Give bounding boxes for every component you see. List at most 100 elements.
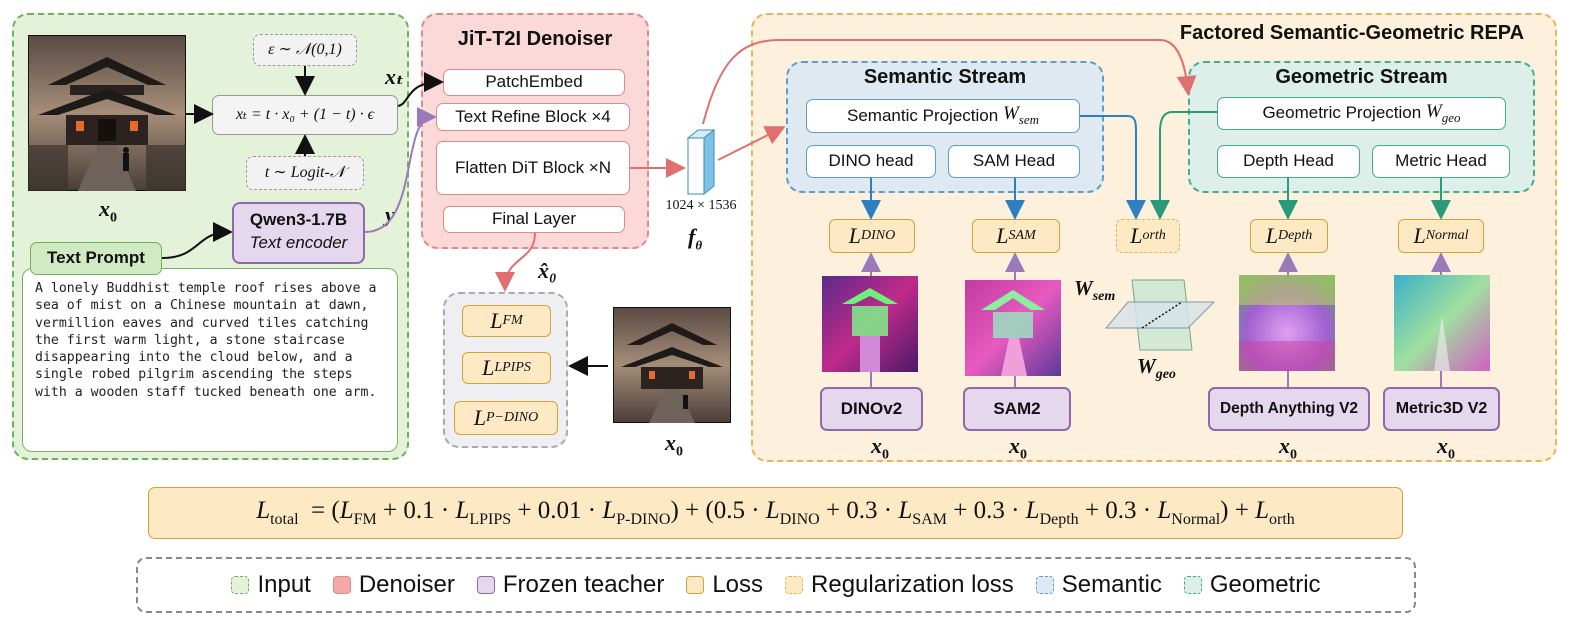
equation-text: + 0.3 · xyxy=(819,497,899,524)
equation-term: L xyxy=(455,497,470,524)
legend-swatch xyxy=(1183,576,1202,594)
legend-label: Frozen teacher xyxy=(502,571,665,598)
equation-text: + 0.3 · xyxy=(946,497,1026,524)
input-image-x0 xyxy=(28,35,186,191)
legend-label: Loss xyxy=(712,571,764,598)
w-sem-label: Wsem xyxy=(1074,276,1116,305)
teacher-sam2: SAM2 xyxy=(963,387,1071,431)
legend-label: Input xyxy=(257,571,311,598)
sam-feature-map xyxy=(965,280,1061,376)
text-encoder-box: Qwen3-1.7B Text encoder xyxy=(232,202,365,264)
semantic-stream-title: Semantic Stream xyxy=(863,66,1027,88)
equation-term-sub: DINO xyxy=(779,511,820,528)
equation-term-sub: Depth xyxy=(1039,511,1079,528)
legend-swatch xyxy=(476,576,495,594)
x0-label-dino: x0 xyxy=(871,433,889,463)
geometric-stream-title: Geometric Stream xyxy=(1275,66,1448,88)
x0-label-metric: x0 xyxy=(1437,433,1455,463)
dit-block: Flatten DiT Block ×N xyxy=(436,141,630,195)
equation-term: L xyxy=(339,497,354,524)
x0-label-input: x0 xyxy=(99,196,117,226)
legend-item-loss: Loss xyxy=(686,571,763,599)
x0-label-target: x0 xyxy=(665,430,683,460)
orthogonal-planes-icon xyxy=(1104,279,1216,351)
legend-item-denoiser: Denoiser xyxy=(332,571,455,599)
equation-text: ) + xyxy=(1220,497,1256,524)
dino-feature-map xyxy=(822,276,918,372)
legend-swatch xyxy=(231,576,250,594)
equation-term: L xyxy=(898,497,913,524)
equation-term-sub: orth xyxy=(1269,511,1295,528)
prompt-card: A lonely Buddhist temple roof rises abov… xyxy=(22,268,398,452)
depth-head: Depth Head xyxy=(1217,145,1360,178)
denoiser-title: JiT-T2I Denoiser xyxy=(457,28,613,50)
xhat-label: x̂₀ xyxy=(538,258,557,283)
equation-term: L xyxy=(602,497,617,524)
legend-label: Geometric xyxy=(1209,571,1321,598)
teacher-metric3d-v2: Metric3D V2 xyxy=(1383,387,1500,431)
legend-item-input: Input xyxy=(231,571,311,599)
legend-label: Regularization loss xyxy=(811,571,1014,598)
x0-label-depth: x0 xyxy=(1279,433,1297,463)
equation-term-sub: FM xyxy=(353,511,377,528)
equation-text: ) + (0.5 · xyxy=(670,497,766,524)
equation-term: L xyxy=(1255,497,1269,524)
teacher-depth-anything-v2: Depth Anything V2 xyxy=(1208,387,1370,431)
geometric-projection: Geometric Projection Wgeo xyxy=(1217,97,1506,130)
legend-swatch xyxy=(332,576,351,594)
equation-text: + 0.3 · xyxy=(1078,497,1158,524)
legend-swatch xyxy=(686,576,705,594)
equation-text: = ( xyxy=(304,497,340,524)
legend-item-geometric: Geometric xyxy=(1183,571,1321,599)
metric-head: Metric Head xyxy=(1372,145,1510,178)
timestep-box: t ∼ Logit-𝒩 xyxy=(246,156,364,190)
equation-term-sub: Normal xyxy=(1171,511,1221,528)
depth-feature-map xyxy=(1239,275,1335,371)
text-refine-block: Text Refine Block ×4 xyxy=(436,103,630,131)
sam-head: SAM Head xyxy=(948,145,1080,178)
legend-label: Denoiser xyxy=(358,571,455,598)
total-loss-box: Ltotal = (LFM + 0.1 · LLPIPS + 0.01 · LP… xyxy=(148,487,1403,539)
legend-item-frozen-teacher: Frozen teacher xyxy=(476,571,665,599)
legend-item-semantic: Semantic xyxy=(1035,571,1162,599)
dino-head: DINO head xyxy=(806,145,936,178)
target-image-x0 xyxy=(613,307,731,423)
final-layer-block: Final Layer xyxy=(443,206,625,233)
equation-term-sub: LPIPS xyxy=(469,511,512,528)
legend-item-regularization-loss: Regularization loss xyxy=(785,571,1014,599)
equation-term-sub: SAM xyxy=(912,511,947,528)
total-loss-equation: Ltotal = (LFM + 0.1 · LLPIPS + 0.01 · LP… xyxy=(256,497,1295,528)
feature-dims: 1024 × 1536 xyxy=(665,198,737,213)
prompt-title: Text Prompt xyxy=(30,242,162,275)
normal-feature-map xyxy=(1394,275,1490,371)
text-encoder-name: Qwen3-1.7B xyxy=(249,210,348,229)
legend-swatch xyxy=(1035,576,1054,594)
prompt-text: A lonely Buddhist temple roof rises abov… xyxy=(35,281,377,400)
equation-term: L xyxy=(1025,497,1040,524)
equation-term: L xyxy=(1157,497,1172,524)
equation-text: + 0.01 · xyxy=(511,497,603,524)
x0-label-sam: x0 xyxy=(1009,433,1027,463)
noise-box: ε ∼ 𝒩(0,1) xyxy=(253,34,357,66)
equation-term-sub: P-DINO xyxy=(616,511,671,528)
xt-label: xₜ xyxy=(385,64,405,89)
interpolation-box: xₜ = t · x₀ + (1 − t) · ϵ xyxy=(212,95,398,135)
legend-swatch xyxy=(785,576,804,594)
repa-title: Factored Semantic-Geometric REPA xyxy=(1179,22,1525,44)
feature-tensor-icon xyxy=(686,128,716,196)
equation-text: + 0.1 · xyxy=(376,497,456,524)
equation-term: L xyxy=(765,497,780,524)
text-encoder-role: Text encoder xyxy=(249,233,348,252)
legend-label: Semantic xyxy=(1061,571,1162,598)
patch-embed-block: PatchEmbed xyxy=(443,69,625,96)
teacher-dinov2: DINOv2 xyxy=(820,387,923,431)
y-label: y xyxy=(385,202,395,227)
